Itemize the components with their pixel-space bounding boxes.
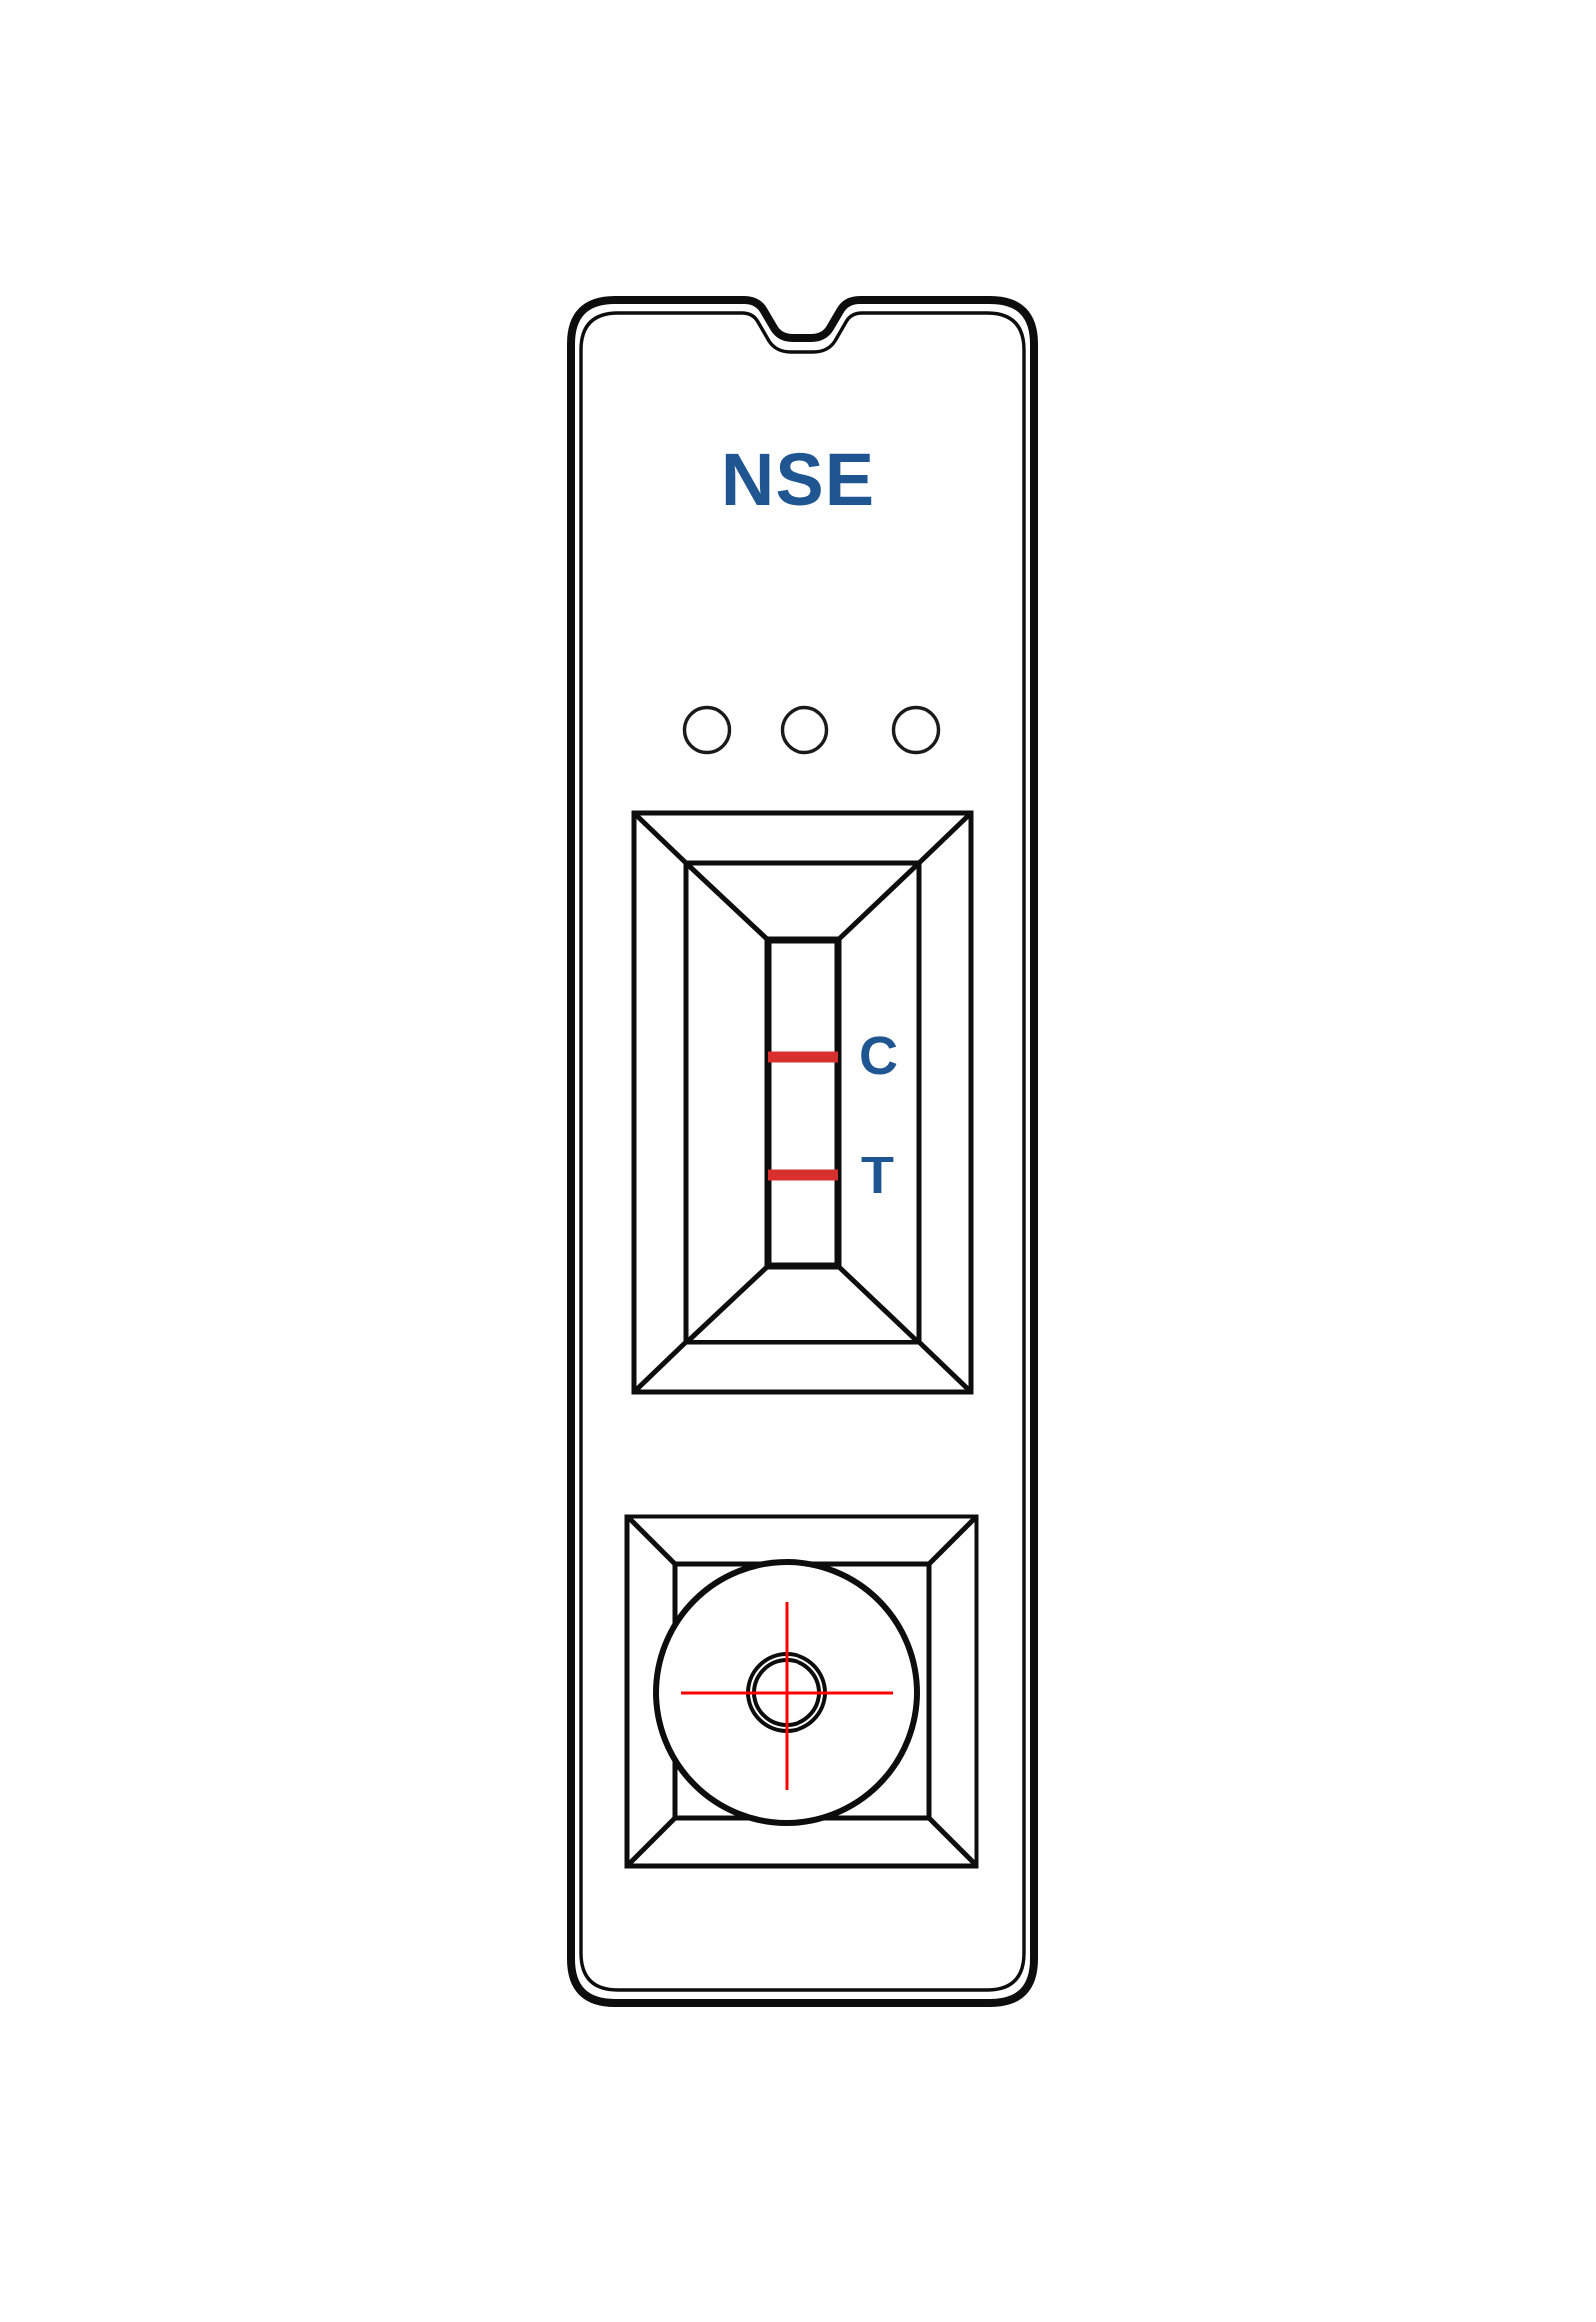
vent-holes-group xyxy=(682,705,941,755)
sample-well-bevel-top-right xyxy=(927,1515,978,1566)
vent-hole-1 xyxy=(682,705,732,755)
sample-well-bevel-top-left xyxy=(625,1515,677,1566)
result-window-strip-bevel-bottom-left xyxy=(684,1264,770,1344)
sample-well-group[interactable] xyxy=(624,1514,979,1869)
brand-label: NSE xyxy=(720,439,876,521)
test-strip-channel xyxy=(764,936,842,1270)
result-window-strip-bevel-bottom-right xyxy=(836,1264,921,1344)
result-window-bevel-bottom-left xyxy=(632,1340,688,1394)
vent-hole-3 xyxy=(891,705,941,755)
vent-hole-2 xyxy=(780,705,829,755)
result-window-strip-bevel-top-right xyxy=(836,861,921,942)
test-line-label: T xyxy=(861,1146,894,1205)
result-window-group[interactable] xyxy=(631,810,974,1395)
result-window-strip-bevel-top-left xyxy=(684,861,770,942)
result-window-bevel-top-left xyxy=(632,811,688,865)
sample-well-bevel-bottom-left xyxy=(625,1816,677,1868)
sample-well-bevel-bottom-right xyxy=(927,1816,978,1868)
result-window-bevel-bottom-right xyxy=(917,1340,973,1394)
result-window-bevel-top-right xyxy=(917,811,973,865)
control-line-label: C xyxy=(859,1026,898,1086)
cassette-inner-outline xyxy=(579,311,1026,1992)
